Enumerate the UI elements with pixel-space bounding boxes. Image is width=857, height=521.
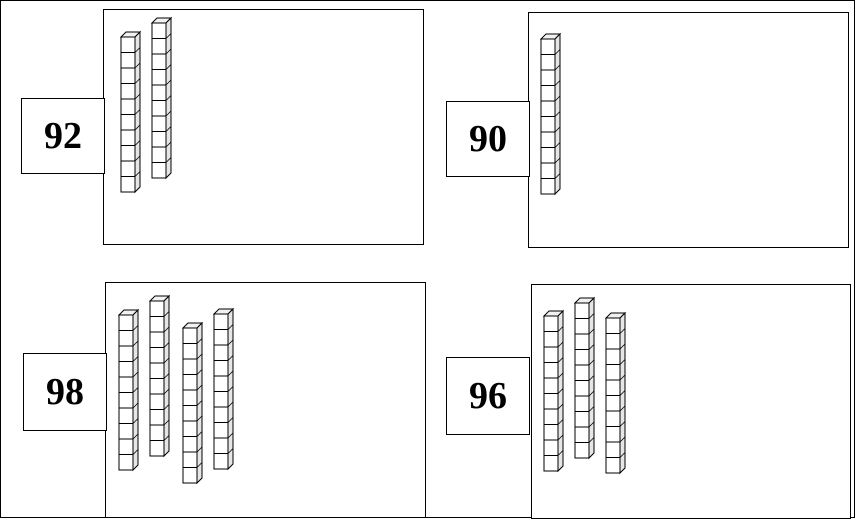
unit-cube xyxy=(575,365,589,381)
unit-cube xyxy=(575,334,589,350)
unit-cube xyxy=(606,318,620,334)
unit-cube xyxy=(544,363,558,379)
unit-cube xyxy=(606,458,620,474)
unit-cube xyxy=(606,349,620,365)
unit-cube xyxy=(575,412,589,428)
unit-cube xyxy=(544,409,558,425)
unit-cube xyxy=(575,427,589,443)
unit-cube xyxy=(606,442,620,458)
tens-rod xyxy=(575,298,594,458)
unit-cube xyxy=(606,396,620,412)
unit-cube xyxy=(606,334,620,350)
unit-cube xyxy=(575,350,589,366)
unit-cube xyxy=(575,381,589,397)
unit-cube xyxy=(606,380,620,396)
unit-cube xyxy=(544,394,558,410)
unit-cube xyxy=(544,440,558,456)
unit-cube xyxy=(575,303,589,319)
unit-cube xyxy=(575,396,589,412)
unit-cube xyxy=(606,427,620,443)
unit-cube xyxy=(544,456,558,472)
unit-cube xyxy=(544,378,558,394)
unit-cube xyxy=(544,347,558,363)
unit-cube xyxy=(544,332,558,348)
unit-cube xyxy=(575,319,589,335)
unit-cube xyxy=(544,316,558,332)
unit-cube xyxy=(575,443,589,459)
tens-rod xyxy=(606,313,625,473)
unit-cube xyxy=(606,365,620,381)
unit-cube xyxy=(544,425,558,441)
unit-cube xyxy=(606,411,620,427)
tens-rod xyxy=(544,311,563,471)
